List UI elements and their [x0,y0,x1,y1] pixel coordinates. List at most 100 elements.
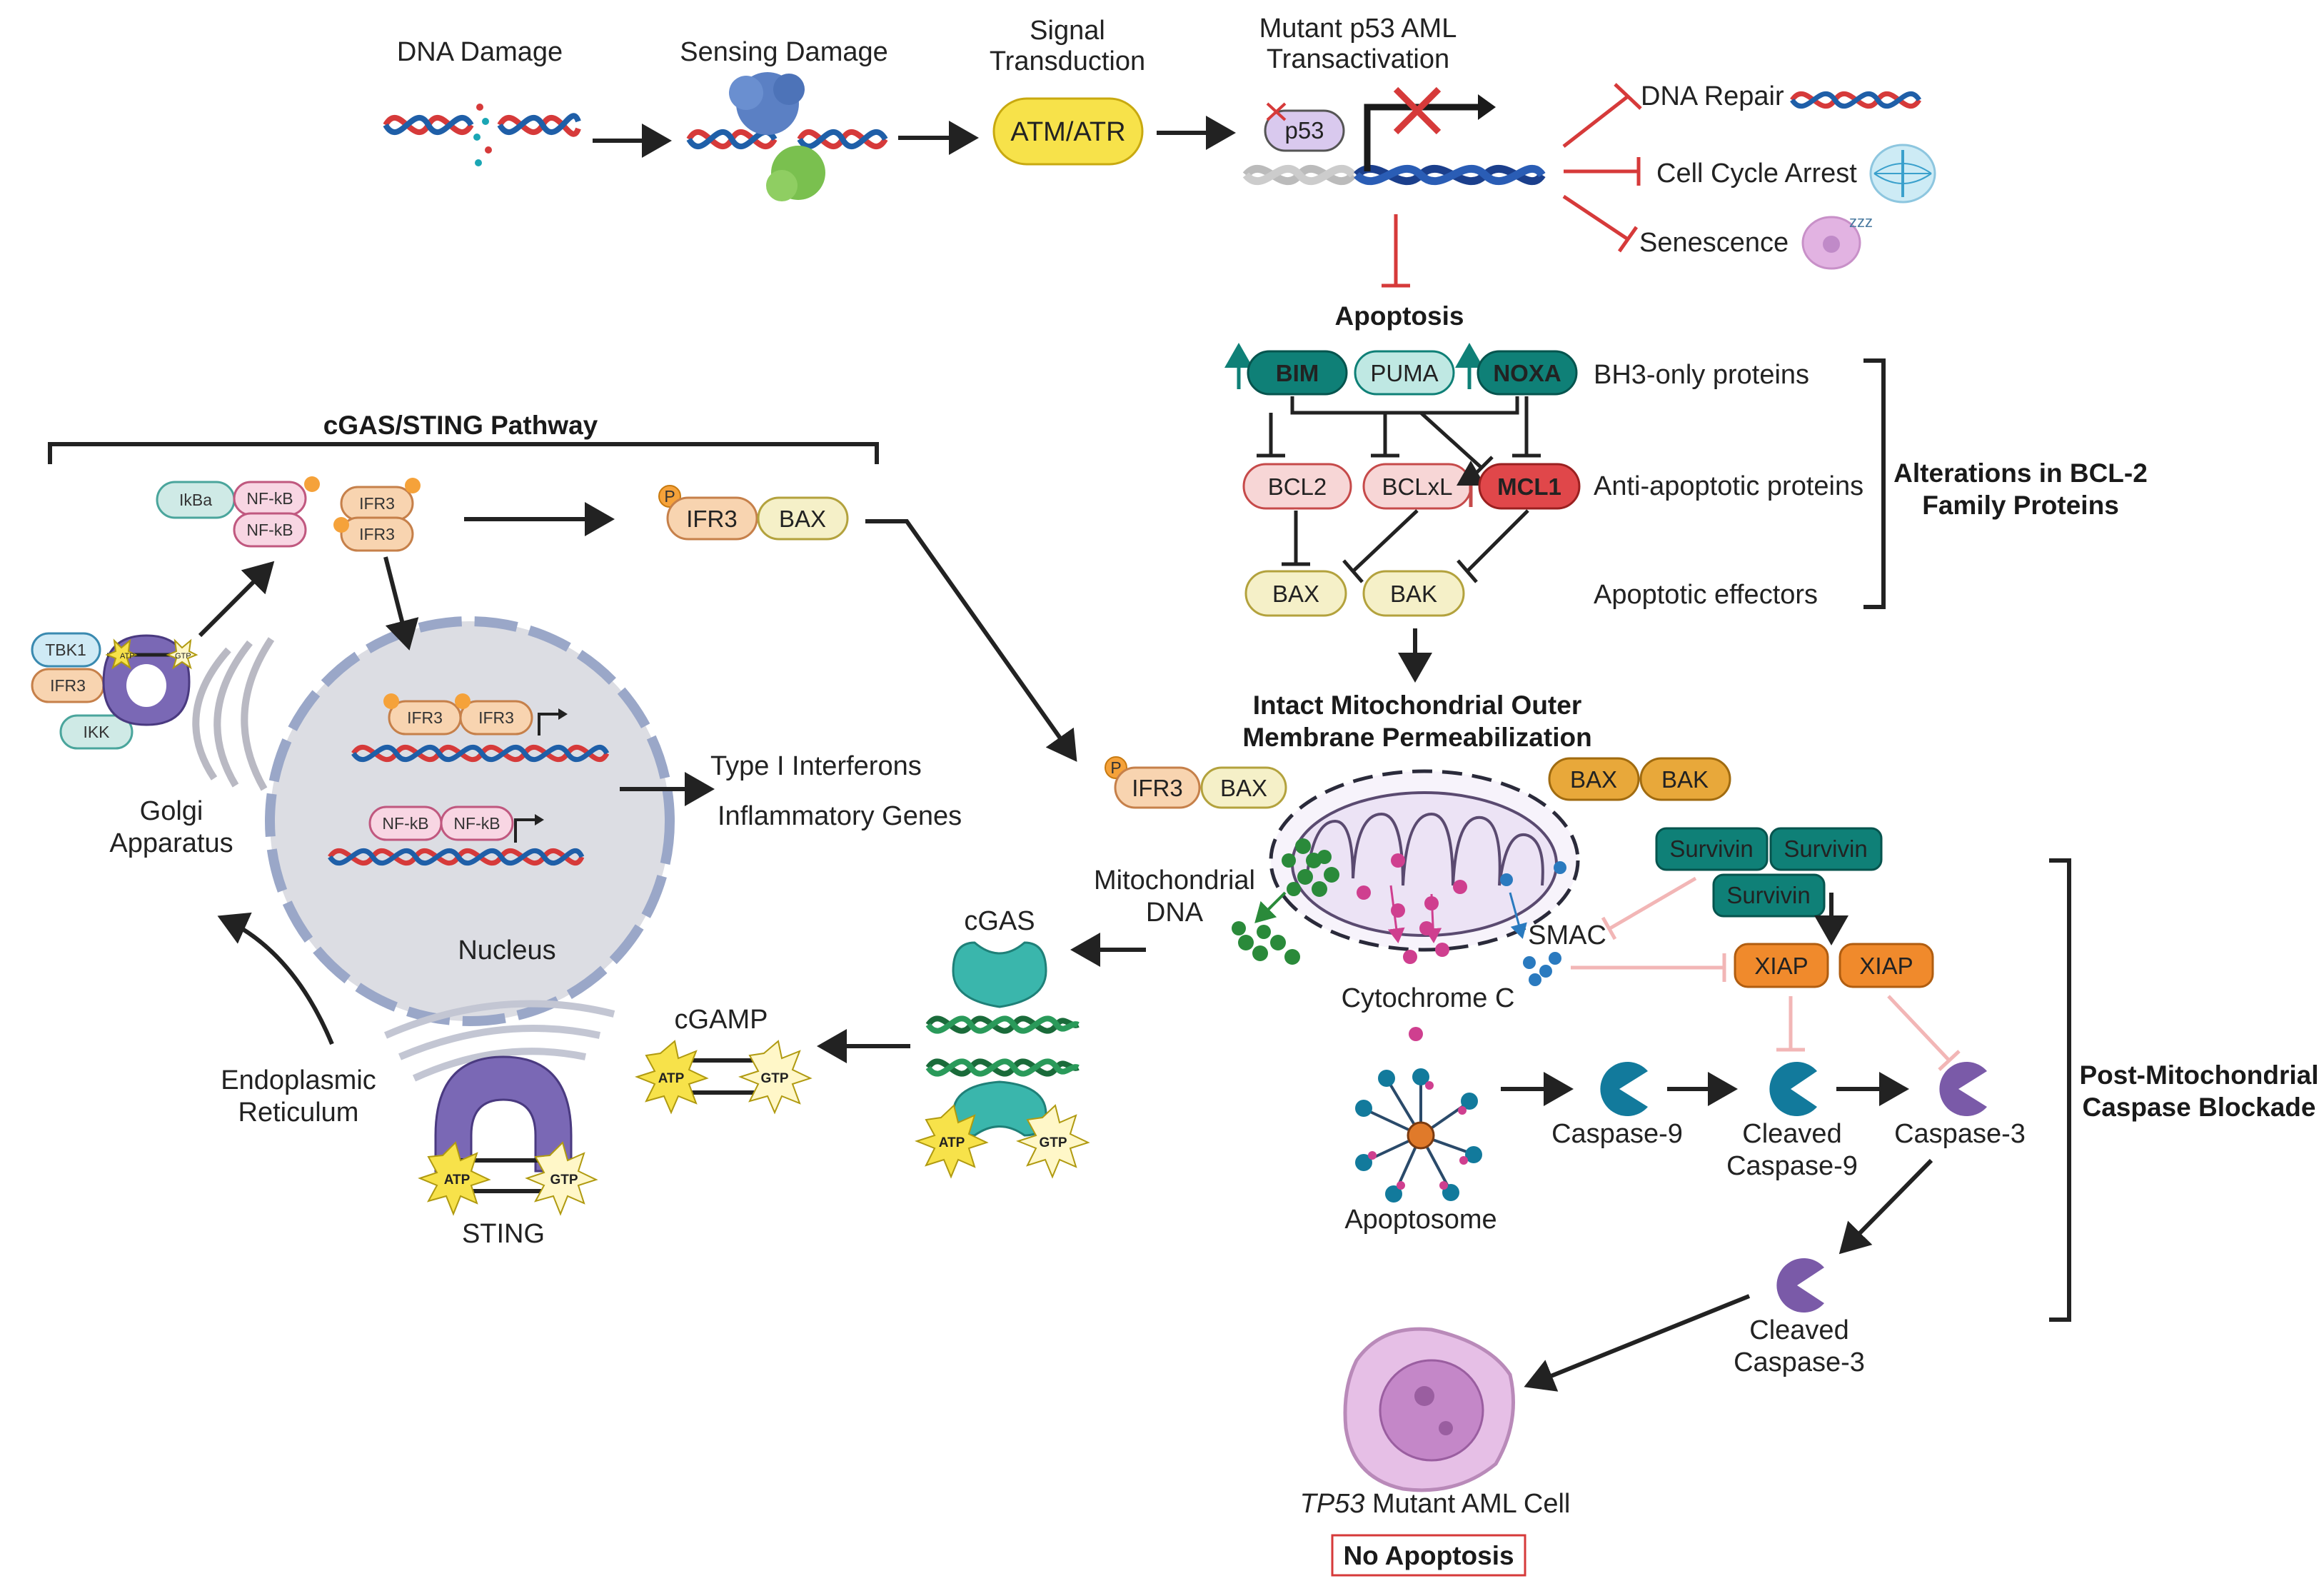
momp-label-l1: Intact Mitochondrial Outer [1253,691,1581,720]
apoptosome-label: Apoptosome [1344,1205,1496,1235]
mito-dna-label-l2: DNA [1146,898,1204,928]
dna-repair-label: DNA Repair [1641,81,1784,111]
momp-label-l2: Membrane Permeabilization [1242,723,1591,752]
apoptosome-icon [1355,1068,1482,1203]
aml-cell-icon [1343,1327,1515,1492]
bh3-inhibition-lines [1257,396,1541,480]
mito-dna-label-l1: Mitochondrial [1094,865,1255,895]
bax-mito-label: BAX [1570,766,1617,793]
senescent-cell-icon: zzz [1801,213,1873,270]
nfkb-pill-2 [233,512,307,548]
bcl2-label: BCL2 [1268,473,1327,500]
xiap-pill-2 [1838,943,1934,988]
signal-label-l2: Transduction [990,46,1145,76]
nuclear-ifr3-label-1: IFR3 [407,708,443,727]
ifr3-phospho-icon-2 [333,517,349,533]
no-apoptosis-box [1331,1534,1526,1577]
p53-cross-icon [1266,102,1287,121]
survivin-pill-2 [1769,827,1883,871]
dna-damage-label: DNA Damage [397,37,563,67]
nuclear-dna-icon-1 [351,745,610,762]
nuclear-nfkb-label-1: NF-kB [382,814,428,833]
smac-label: SMAC [1528,920,1606,950]
cell-cycle-arrest-label: Cell Cycle Arrest [1656,159,1857,189]
puma-pill [1354,350,1455,396]
nuclear-nfkb-label-2: NF-kB [453,814,500,833]
ifr3-dimer-label-2: IFR3 [359,525,395,543]
xiap-label-2: XIAP [1859,953,1913,979]
cgas-icon [915,941,1090,1179]
arrow-caspase3-to-cleaved3 [1838,1158,1933,1255]
er-label-l1: Endoplasmic [221,1065,376,1095]
cleaved-caspase3-label-l2: Caspase-3 [1734,1347,1865,1377]
xiap-pill-1 [1734,943,1829,988]
svg-text:GTP: GTP [175,652,191,661]
cgamp-label: cGAMP [675,1005,768,1035]
bak-mito-pill [1639,757,1731,801]
survivin-label-1: Survivin [1669,835,1753,862]
noxa-pill [1477,350,1578,396]
ifr3-phospho-icon-1 [405,478,421,493]
bim-label: BIM [1276,360,1319,386]
xiap-label-1: XIAP [1754,953,1808,979]
nfkb-label-2: NF-kB [246,521,293,539]
cleaved-caspase9-icon [1769,1062,1817,1117]
arrow-er-to-golgi [217,912,334,1045]
ifr3-bax-bax-label: BAX [779,506,826,532]
caspase3-icon [1939,1062,1987,1117]
ifr3-bax-ifr3-label: IFR3 [686,506,738,532]
senescence-label: Senescence [1639,228,1789,258]
bak-mito-label: BAK [1661,766,1709,793]
atm-atr-label: ATM/ATR [1010,117,1125,147]
ifr3-dimer-label-1: IFR3 [359,494,395,513]
survivin-label-3: Survivin [1726,882,1810,908]
sting-gtp-label: GTP [550,1173,578,1188]
p53-pill [1264,109,1345,152]
ifr3-bax-pill-ifr3 [666,496,758,541]
bax-mito-pill [1548,757,1640,801]
caspase9-icon [1600,1062,1648,1117]
inhibit-senescence [1562,194,1629,241]
cleaved-caspase9-label-l2: Caspase-9 [1726,1151,1858,1181]
tp53-mutant-aml-cell-label: TP53 Mutant AML Cell [1300,1489,1571,1519]
mitochondrial-dna-icon [1232,838,1339,965]
nuclear-ifr3-phospho-1 [383,693,399,709]
noxa-label: NOXA [1493,360,1561,386]
bax-effector-pill [1244,570,1347,617]
nfkb-phospho-icon [304,476,320,492]
type-i-interferons-label: Type I Interferons [710,751,922,781]
dna-helix-icon [1790,91,1921,109]
puma-label: PUMA [1370,360,1438,386]
cgamp-atp-label: ATP [658,1071,685,1086]
sensor-protein-icon [686,72,888,201]
mutant-p53-label-l1: Mutant p53 AML [1259,14,1457,44]
tbk1-label: TBK1 [45,641,86,659]
inhibit-dna-repair [1562,95,1629,148]
nucleus-label: Nucleus [458,935,555,965]
survivin-label-2: Survivin [1784,835,1867,862]
inflammatory-genes-label: Inflammatory Genes [718,801,962,831]
anti-inhibition-lines [1282,509,1529,583]
smac-molecules-icon [1500,861,1566,986]
dna-damage-group: DNA Damage [383,37,581,166]
xiap-inhibits-caspase3 [1887,995,1951,1062]
sensing-damage-group: Sensing Damage [680,37,888,201]
damaged-dna-icon [383,104,581,166]
svg-text:zzz: zzz [1849,213,1873,231]
ikk-label: IKK [83,723,110,741]
p53-label: p53 [1284,117,1324,144]
bax-ifr3-label: BAX [1220,775,1267,801]
endoplasmic-reticulum-icon [383,1000,615,1082]
post-mito-label-l2: Caspase Blockade [2082,1093,2315,1122]
arrow-ifr3-into-nucleus [383,556,419,651]
cytochrome-c-label: Cytochrome C [1342,983,1515,1013]
bh3-only-label: BH3-only proteins [1594,360,1809,390]
cleaved-caspase3-label-l1: Cleaved [1749,1315,1848,1345]
bax-effector-label: BAX [1272,581,1319,607]
ifr3-bax-pill-bax [757,496,849,541]
caspase3-label: Caspase-3 [1894,1119,2026,1149]
golgi-label-l1: Golgi [140,796,203,826]
survivin-inhibits-smac [1609,876,1697,930]
tp53-italic: TP53 [1300,1489,1365,1519]
